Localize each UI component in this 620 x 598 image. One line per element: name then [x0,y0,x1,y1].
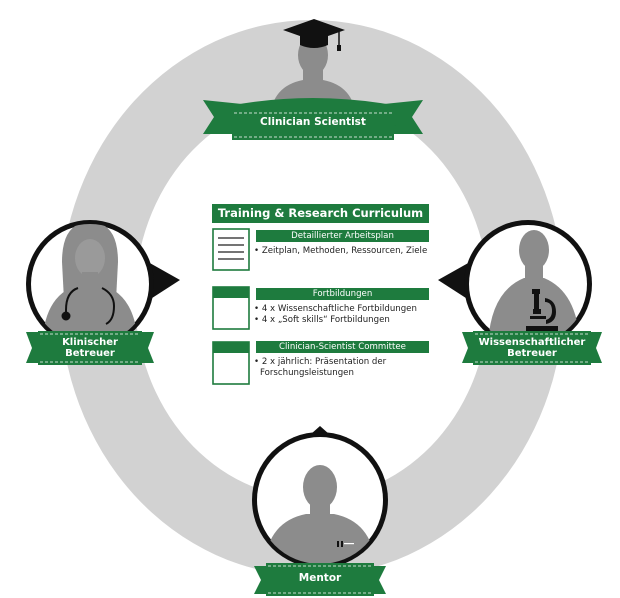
list-item: 4 x Wissenschaftliche Fortbildungen [254,304,434,315]
clinical-supervisor-banner [26,331,154,365]
mentor-banner [254,563,386,596]
section-committee-title: Clinician-Scientist Committee [256,341,429,353]
mentor-node [252,426,388,596]
scientific-supervisor-banner [462,331,602,365]
graduation-cap-icon [283,19,345,51]
scientific-supervisor-label-line2: Betreuer [507,348,557,359]
scientific-supervisor-label: Wissenschaftlicher Betreuer [473,337,591,359]
list-item: 4 x „Soft skills“ Fortbildungen [254,315,434,326]
clinical-supervisor-label-line1: Klinischer [62,337,118,348]
left-arrow-icon [148,262,180,300]
stethoscope-icon [61,287,116,325]
right-arrow-icon [438,262,470,300]
scientific-supervisor-node [438,220,602,365]
list-item: 2 x jährlich: Präsentation der Forschung… [254,357,424,379]
mentor-label: Mentor [298,572,342,584]
microscope-icon [526,289,558,331]
curriculum-title: Training & Research Curriculum [212,204,429,223]
clinical-supervisor-label-line2: Betreuer [65,348,115,359]
name-tag-icon [337,541,354,547]
section-work-plan-list: Zeitplan, Methoden, Ressourcen, Ziele [254,246,434,257]
section-committee-list: 2 x jährlich: Präsentation der Forschung… [254,357,424,379]
calendar-icon [212,286,250,330]
list-item: Zeitplan, Methoden, Ressourcen, Ziele [254,246,434,257]
clinical-supervisor-silhouette [42,224,138,344]
clinician-scientist-label: Clinician Scientist [260,116,366,128]
document-lines-icon [212,228,250,271]
section-training-list: 4 x Wissenschaftliche Fortbildungen 4 x … [254,304,434,326]
scientific-supervisor-label-line1: Wissenschaftlicher [478,337,586,348]
clinical-supervisor-node [26,220,180,365]
clinician-scientist-node [203,19,423,140]
calendar-icon [212,341,250,385]
clinician-scientist-banner [203,98,423,140]
section-training-title: Fortbildungen [256,288,429,300]
section-work-plan-title: Detaillierter Arbeitsplan [256,230,429,242]
clinical-supervisor-label: Klinischer Betreuer [38,337,142,359]
mentor-silhouette [264,465,376,564]
